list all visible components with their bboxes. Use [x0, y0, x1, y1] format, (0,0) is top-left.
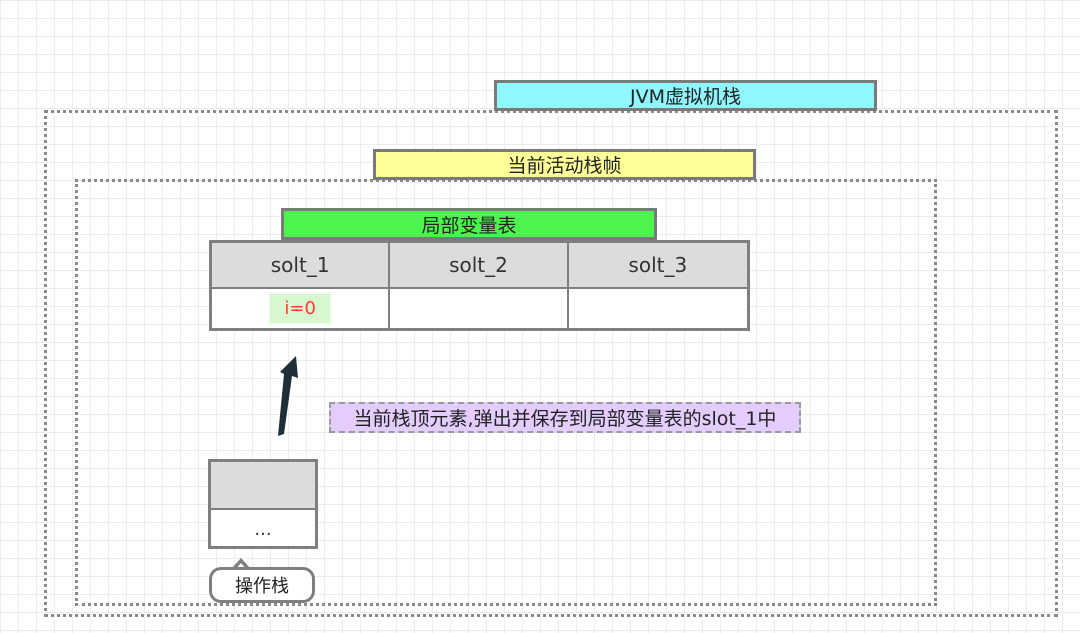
upward-arrow-icon: [278, 356, 298, 436]
local-variable-table-label: 局部变量表: [281, 208, 657, 240]
stack-pop-note: 当前栈顶元素,弹出并保存到局部变量表的slot_1中: [329, 402, 801, 433]
jvm-stack-label: JVM虚拟机栈: [494, 80, 877, 111]
current-frame-label: 当前活动栈帧: [373, 149, 756, 180]
slot-value-cell-3: [569, 289, 747, 328]
callout-tip-inner: [235, 563, 247, 570]
current-frame-container: [75, 179, 937, 606]
operand-stack-ellipsis: ...: [254, 518, 272, 540]
slot-header-1: solt_1: [212, 243, 391, 289]
operand-stack-top: [211, 462, 315, 510]
slot-value-1: i=0: [270, 294, 330, 323]
slot-header-3: solt_3: [568, 243, 747, 289]
slot-value-cell-2: [390, 289, 569, 328]
jvm-stack-frame: [44, 110, 1058, 617]
local-variable-table: solt_1 solt_2 solt_3 i=0: [209, 240, 750, 331]
slot-value-cell-1: i=0: [212, 289, 391, 328]
operand-stack: ...: [208, 459, 318, 549]
operand-stack-label: 操作栈: [209, 567, 315, 603]
slot-header-2: solt_2: [390, 243, 569, 289]
